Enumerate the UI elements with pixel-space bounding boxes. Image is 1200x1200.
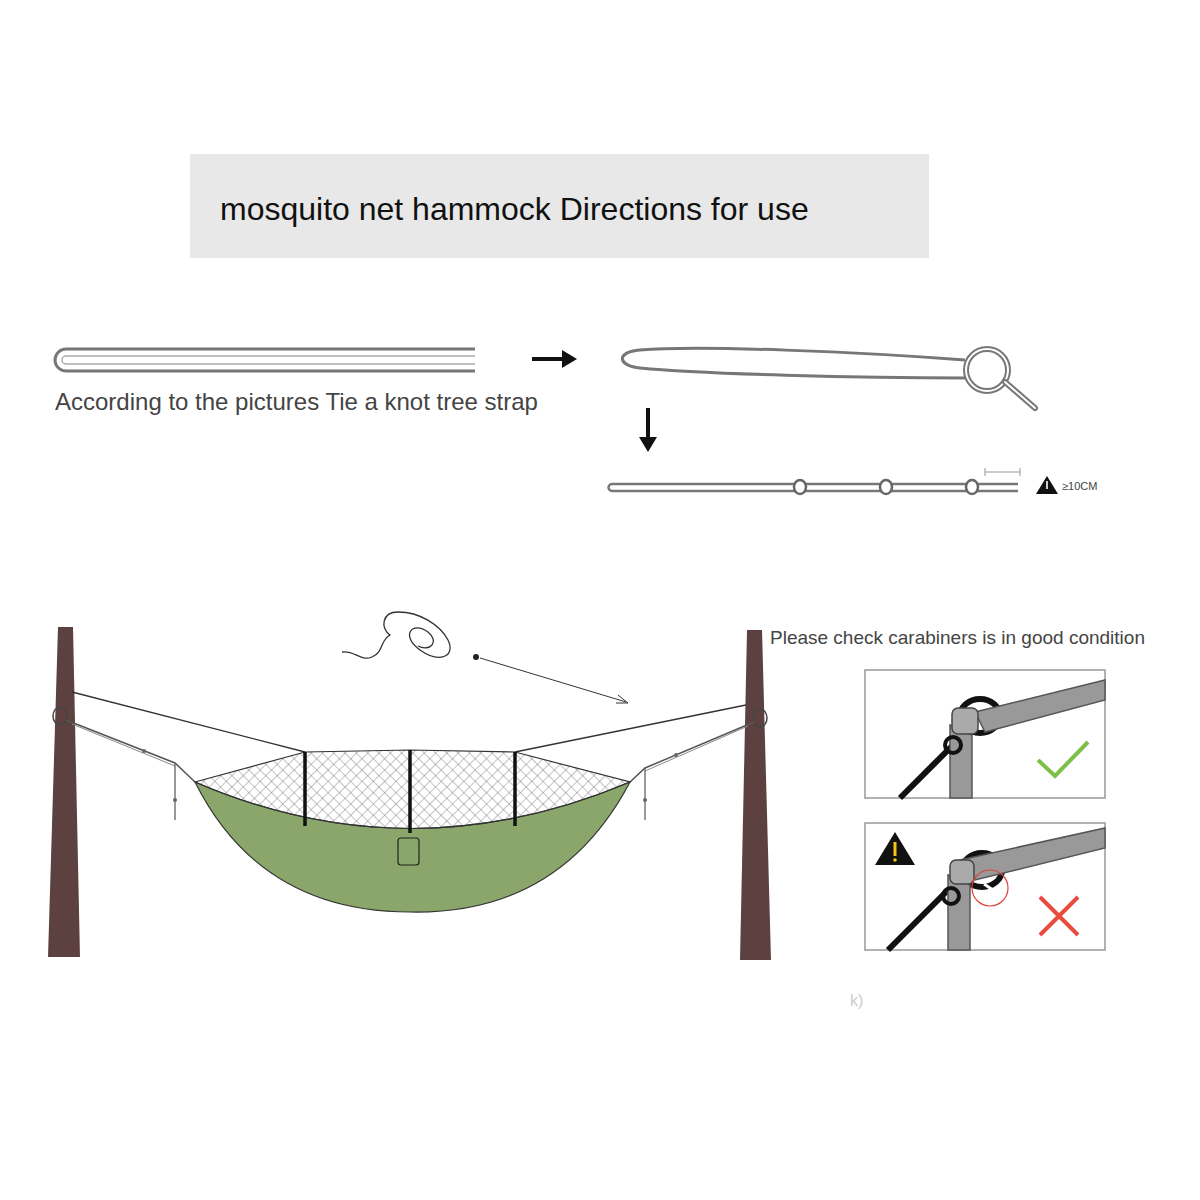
arrow	[532, 357, 565, 361]
strap	[55, 349, 475, 371]
watermark: k)	[850, 992, 863, 1010]
mosquito-net	[195, 750, 630, 829]
note-text: Please check carabiners is in good condi…	[770, 627, 1145, 649]
warning-icon	[1036, 476, 1058, 494]
strap-loop	[622, 348, 965, 378]
tree	[48, 627, 80, 957]
bad-panel	[865, 823, 1105, 950]
cord	[342, 612, 450, 658]
instruction-text: According to the pictures Tie a knot tre…	[55, 388, 538, 416]
dimension-note: ≥10CM	[1062, 480, 1097, 493]
tree	[740, 630, 771, 960]
warning-icon	[875, 832, 915, 865]
good-panel	[865, 670, 1105, 798]
arrow	[646, 408, 650, 440]
pocket	[398, 838, 419, 865]
knotted-strap	[612, 484, 1018, 491]
net-pole	[305, 750, 515, 833]
cross-mark	[1040, 897, 1078, 935]
check-mark	[1038, 742, 1088, 776]
title: mosquito net hammock Directions for use	[220, 191, 809, 228]
